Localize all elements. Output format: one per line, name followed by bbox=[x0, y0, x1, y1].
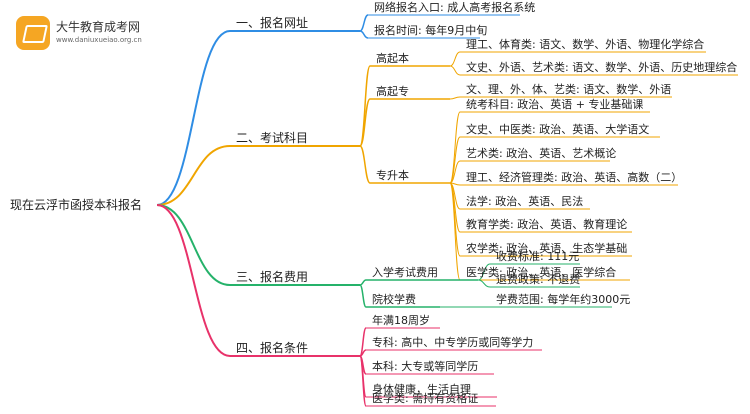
edge-root-branch-2 bbox=[156, 145, 231, 206]
branch-node-2[interactable]: 二、考试科目 bbox=[236, 130, 308, 145]
b3-g1-leaf-2[interactable]: 退费政策: 不退费 bbox=[496, 272, 580, 286]
b4-leaf-3[interactable]: 本科: 大专或等同学历 bbox=[372, 359, 478, 373]
edge-b3-g1-leaf-1 bbox=[477, 263, 491, 281]
branch-node-4[interactable]: 四、报名条件 bbox=[236, 340, 308, 355]
b2-g3-leaf-2[interactable]: 文史、中医类: 政治、英语、大学语文 bbox=[466, 122, 649, 136]
b4-leaf-5[interactable]: 医学类: 需持有资格证 bbox=[372, 391, 478, 405]
edge-b2-g1-leaf-1 bbox=[449, 51, 461, 67]
b1-leaf-2[interactable]: 报名时间: 每年9月中旬 bbox=[374, 23, 487, 37]
b3-group-2[interactable]: 院校学费 bbox=[372, 292, 416, 306]
b2-g3-leaf-3[interactable]: 艺术类: 政治、英语、艺术概论 bbox=[466, 146, 616, 160]
edge-b4-child-5 bbox=[359, 355, 367, 407]
b2-g3-leaf-7[interactable]: 农学类: 政治、英语、生态学基础 bbox=[466, 241, 627, 255]
edge-b3-group-1 bbox=[359, 279, 367, 286]
edge-b3-group-2 bbox=[359, 284, 367, 308]
b4-leaf-4[interactable]: 身体健康，生活自理 bbox=[372, 382, 471, 396]
b4-leaf-1[interactable]: 年满18周岁 bbox=[372, 313, 430, 327]
b3-group-1[interactable]: 入学考试费用 bbox=[372, 265, 438, 279]
book-badge-icon bbox=[16, 16, 50, 50]
root-node[interactable]: 现在云浮市函授本科报名 bbox=[10, 197, 142, 212]
edge-b2-g1-leaf-2 bbox=[449, 65, 461, 76]
edge-root-branch-1 bbox=[156, 30, 231, 206]
edge-b2-group-1 bbox=[359, 65, 371, 147]
b2-group-3[interactable]: 专升本 bbox=[376, 168, 409, 182]
b4-leaf-2[interactable]: 专科: 高中、中专学历或同等学力 bbox=[372, 335, 533, 349]
b2-g3-leaf-5[interactable]: 法学: 政治、英语、民法 bbox=[466, 194, 583, 208]
b1-leaf-1[interactable]: 网络报名入口: 成人高考报名系统 bbox=[374, 0, 535, 14]
b2-group-2[interactable]: 高起专 bbox=[376, 84, 409, 98]
edge-b2-group-2 bbox=[359, 98, 371, 147]
edge-root-branch-4 bbox=[156, 204, 231, 357]
b2-g1-leaf-2[interactable]: 文史、外语、艺术类: 语文、数学、外语、历史地理综合 bbox=[466, 60, 737, 74]
b2-g3-leaf-1[interactable]: 统考科目: 政治、英语 + 专业基础课 bbox=[466, 97, 643, 111]
edge-b1-child-1 bbox=[359, 14, 369, 32]
b2-g2-leaf-1[interactable]: 文、理、外、体、艺类: 语文、数学、外语 bbox=[466, 82, 671, 96]
b2-g3-leaf-4[interactable]: 理工、经济管理类: 政治、英语、高数（二） bbox=[466, 170, 682, 184]
logo-title: 大牛教育成考网 bbox=[56, 20, 141, 34]
edge-b2-g3-leaf-8 bbox=[449, 182, 461, 281]
edge-b2-g2-leaf-1 bbox=[449, 96, 461, 100]
edge-b2-group-3 bbox=[359, 145, 371, 184]
logo-url: www.daniuxueiao.org.cn bbox=[56, 36, 142, 44]
b2-g3-leaf-6[interactable]: 教育学类: 政治、英语、教育理论 bbox=[466, 217, 627, 231]
edge-b2-g3-leaf-3 bbox=[449, 160, 461, 184]
site-logo[interactable]: 大牛教育成考网 www.daniuxueiao.org.cn bbox=[16, 14, 176, 54]
branch-node-1[interactable]: 一、报名网址 bbox=[236, 15, 308, 30]
b2-g1-leaf-1[interactable]: 理工、体育类: 语文、数学、外语、物理化学综合 bbox=[466, 37, 704, 51]
b3-g1-leaf-1[interactable]: 收费标准: 111元 bbox=[496, 249, 579, 263]
b2-group-1[interactable]: 高起本 bbox=[376, 51, 409, 65]
b3-g2-leaf-1[interactable]: 学费范围: 每学年约3000元 bbox=[496, 292, 630, 306]
edge-root-branch-3 bbox=[156, 204, 231, 286]
edge-b2-g3-leaf-2 bbox=[449, 136, 461, 184]
branch-node-3[interactable]: 三、报名费用 bbox=[236, 269, 308, 284]
b2-g3-leaf-8[interactable]: 医学类: 政治、英语、医学综合 bbox=[466, 265, 616, 279]
edge-b3-g1-leaf-2 bbox=[477, 279, 491, 288]
edge-b1-child-2 bbox=[359, 30, 369, 39]
